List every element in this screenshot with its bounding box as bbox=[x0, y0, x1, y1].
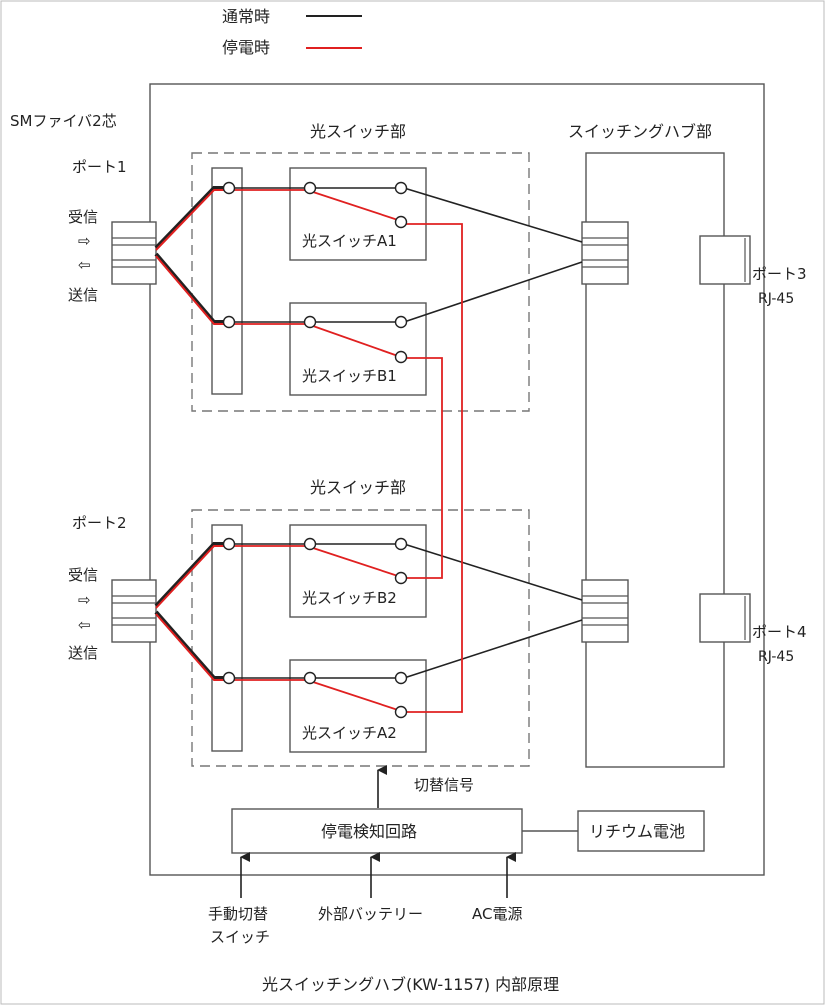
ac-power-label: AC電源 bbox=[472, 905, 522, 923]
diagram-caption: 光スイッチングハブ(KW-1157) 内部原理 bbox=[262, 975, 559, 994]
left-arrow-icon: ⇦ bbox=[78, 616, 91, 634]
port2-tx-label: 送信 bbox=[68, 644, 98, 662]
switching-hub-section: スイッチングハブ部 ポート3 RJ-45 ポート4 RJ-45 bbox=[568, 122, 807, 768]
port2-group: ポート2 受信 ⇨ ⇦ 送信 bbox=[68, 514, 157, 662]
port2-label: ポート2 bbox=[72, 514, 127, 532]
switch-signal-label: 切替信号 bbox=[414, 776, 474, 794]
optical-switch-b2-label: 光スイッチB2 bbox=[302, 589, 397, 607]
legend-normal-label: 通常時 bbox=[222, 7, 270, 26]
port1-connector bbox=[111, 221, 157, 285]
optical-switch-title-bottom: 光スイッチ部 bbox=[310, 478, 406, 497]
port1-label: ポート1 bbox=[72, 158, 127, 176]
optical-switch-title-top: 光スイッチ部 bbox=[310, 122, 406, 141]
optical-switch-a1-label: 光スイッチA1 bbox=[302, 232, 397, 250]
port3-type: RJ-45 bbox=[758, 291, 794, 307]
outage-path-lines bbox=[155, 189, 463, 713]
switching-hub-title: スイッチングハブ部 bbox=[568, 122, 712, 141]
right-arrow-icon: ⇨ bbox=[78, 232, 91, 250]
port3-label: ポート3 bbox=[752, 265, 807, 283]
port4-rj45-jack bbox=[699, 593, 751, 643]
hub-fiber-port-lower bbox=[581, 579, 629, 643]
port2-rx-label: 受信 bbox=[68, 566, 98, 584]
fiber-label: SMファイバ2芯 bbox=[10, 112, 117, 130]
hub-fiber-port-upper bbox=[581, 221, 629, 285]
left-arrow-icon: ⇦ bbox=[78, 256, 91, 274]
legend-outage-label: 停電時 bbox=[222, 38, 270, 57]
external-battery-label: 外部バッテリー bbox=[318, 905, 423, 923]
port1-tx-label: 送信 bbox=[68, 286, 98, 304]
splitter-bar-top bbox=[211, 167, 243, 395]
port4-label: ポート4 bbox=[752, 623, 807, 641]
lithium-battery-box bbox=[577, 810, 705, 852]
legend: 通常時 停電時 bbox=[222, 7, 362, 57]
optical-switch-a2-label: 光スイッチA2 bbox=[302, 724, 397, 742]
right-arrow-icon: ⇨ bbox=[78, 591, 91, 609]
port2-connector bbox=[111, 579, 157, 643]
port1-rx-label: 受信 bbox=[68, 208, 98, 226]
port4-type: RJ-45 bbox=[758, 649, 794, 665]
manual-switch-label-line1: 手動切替 bbox=[208, 905, 268, 923]
battery-label: リチウム電池 bbox=[589, 822, 685, 841]
optical-switch-boundary-top bbox=[191, 152, 530, 412]
switch-contact-nodes bbox=[222, 181, 408, 719]
port1-group: ポート1 受信 ⇨ ⇦ 送信 bbox=[68, 158, 157, 304]
power-detect-label: 停電検知回路 bbox=[321, 822, 417, 841]
optical-switch-b1-label: 光スイッチB1 bbox=[302, 367, 397, 385]
port3-rj45-jack bbox=[699, 235, 751, 285]
manual-switch-label-line2: スイッチ bbox=[210, 928, 270, 946]
splitter-bar-bottom bbox=[211, 524, 243, 752]
